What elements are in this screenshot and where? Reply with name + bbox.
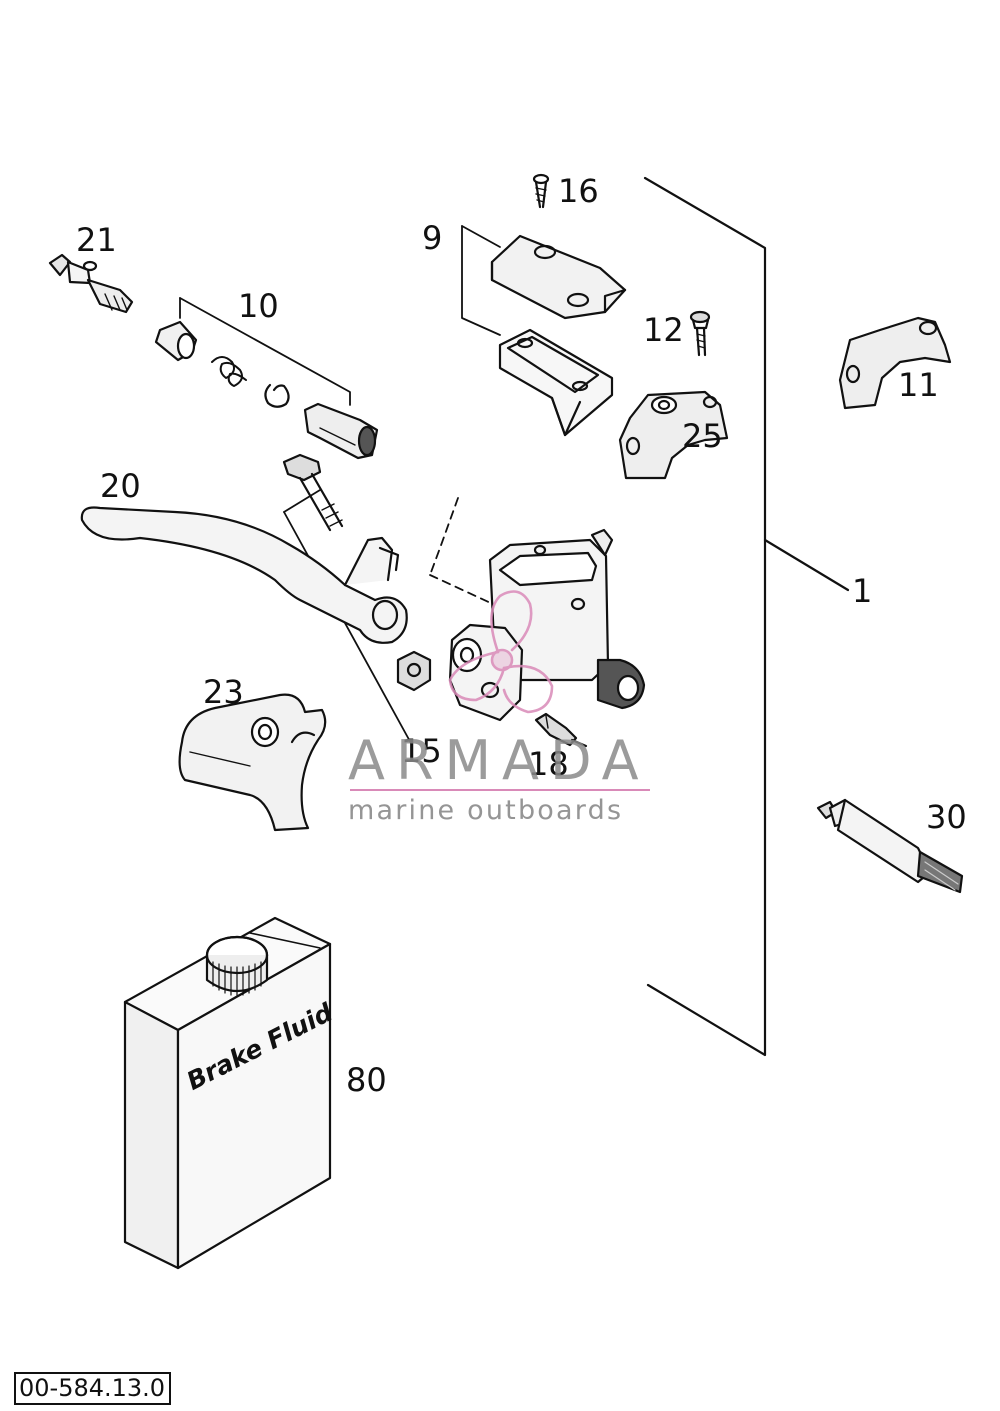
part-20-brake-lever [80, 506, 408, 644]
drawing-number: 00-584.13.0 [14, 1372, 172, 1406]
callout-15: 15 [401, 732, 442, 770]
callout-11: 11 [898, 366, 939, 404]
callout-18: 18 [528, 745, 569, 783]
callout-12: 12 [643, 311, 684, 349]
part-21-adjuster [48, 253, 134, 314]
callout-9: 9 [422, 219, 443, 257]
callout-30: 30 [926, 798, 967, 836]
master-cylinder-body [448, 528, 646, 722]
callout-1: 1 [852, 572, 873, 610]
part-23-cover [178, 693, 327, 832]
callout-10: 10 [238, 287, 279, 325]
callout-16: 16 [558, 172, 599, 210]
callout-20: 20 [100, 467, 141, 505]
part-18-bleed-nipple [534, 712, 588, 748]
leader-lines [179, 225, 501, 746]
watermark-title: ARMADA [348, 729, 650, 792]
part-12-bolt [689, 310, 711, 357]
part-9-reservoir-cap [490, 234, 627, 437]
callout-80: 80 [346, 1061, 387, 1099]
part-80-fluid-container [123, 916, 332, 1270]
part-10-piston-kit [154, 320, 379, 460]
callout-23: 23 [203, 673, 244, 711]
part-30-brake-hose [816, 798, 964, 894]
assembly-bracket-1 [643, 176, 850, 1057]
part-25-clamp [618, 390, 729, 480]
watermark-divider [350, 789, 650, 791]
callout-25: 25 [682, 417, 723, 455]
pivot-bolt [282, 453, 344, 532]
watermark-emblem [448, 590, 554, 714]
callout-21: 21 [76, 221, 117, 259]
part-11-clamp [838, 316, 952, 410]
watermark-subtitle: marine outboards [348, 795, 624, 826]
part-15-nut [396, 650, 432, 692]
part-16-screw [532, 173, 550, 209]
